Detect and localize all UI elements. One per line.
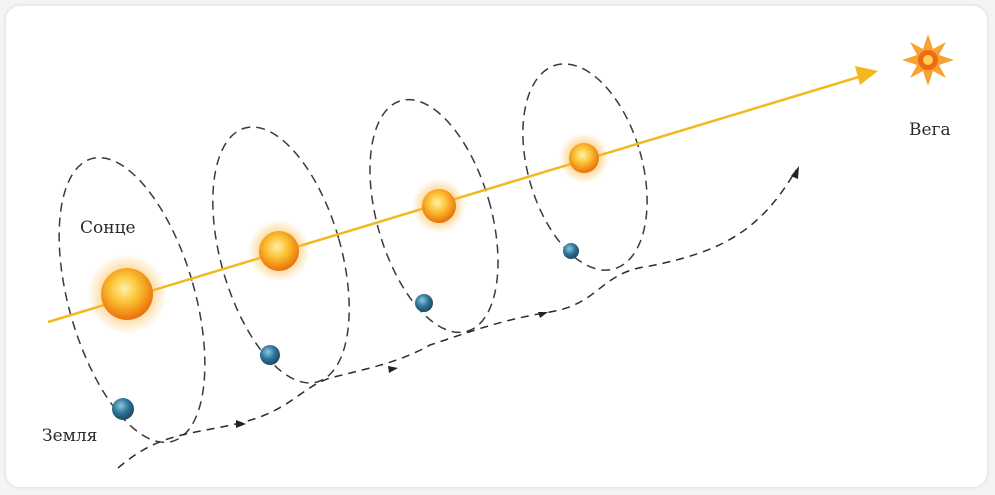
sun-path-arrowhead-icon [855, 66, 878, 85]
orbit-1 [58, 156, 206, 444]
vega-star-icon [902, 34, 954, 86]
trajectory-arrows [236, 166, 799, 428]
trajectory-arrow-icon [236, 420, 246, 428]
vega-label: Вега [909, 120, 951, 140]
sun-1 [87, 254, 167, 334]
orbits [58, 63, 648, 444]
sun-2 [248, 220, 310, 282]
earth-label: Земля [42, 426, 98, 446]
trajectory-arrow-icon [388, 366, 398, 373]
sun-label: Сонце [80, 218, 136, 238]
orbit-3 [369, 98, 499, 334]
earth-3 [415, 294, 433, 312]
trajectory-arrow-icon [791, 166, 799, 179]
earth-4 [563, 243, 579, 259]
sun-3 [412, 179, 466, 233]
orbit-4 [522, 63, 648, 271]
sun-4 [559, 133, 609, 183]
earth-2 [260, 345, 280, 365]
orbit-2 [212, 126, 350, 384]
earth-1 [112, 398, 134, 420]
diagram-card [6, 6, 987, 487]
trajectory-arrow-icon [538, 312, 548, 318]
